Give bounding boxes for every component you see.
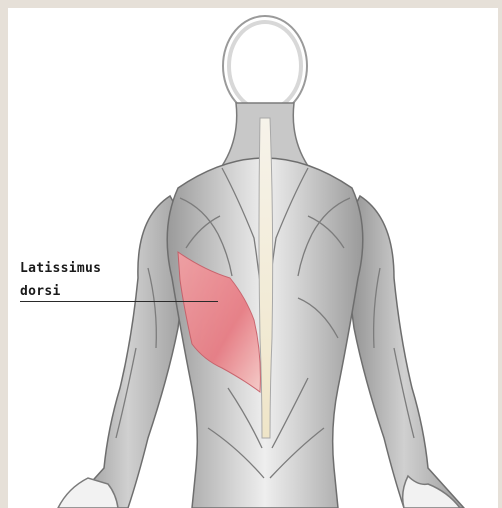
- label-leader-line: [20, 301, 218, 302]
- spine: [259, 118, 273, 438]
- muscle-label-line1: Latissimus: [20, 261, 101, 277]
- back-anatomy-illustration: [8, 8, 498, 508]
- muscle-label-line2: dorsi: [20, 284, 61, 300]
- illustration-canvas: Latissimus dorsi: [8, 8, 498, 508]
- head-shape: [223, 16, 307, 116]
